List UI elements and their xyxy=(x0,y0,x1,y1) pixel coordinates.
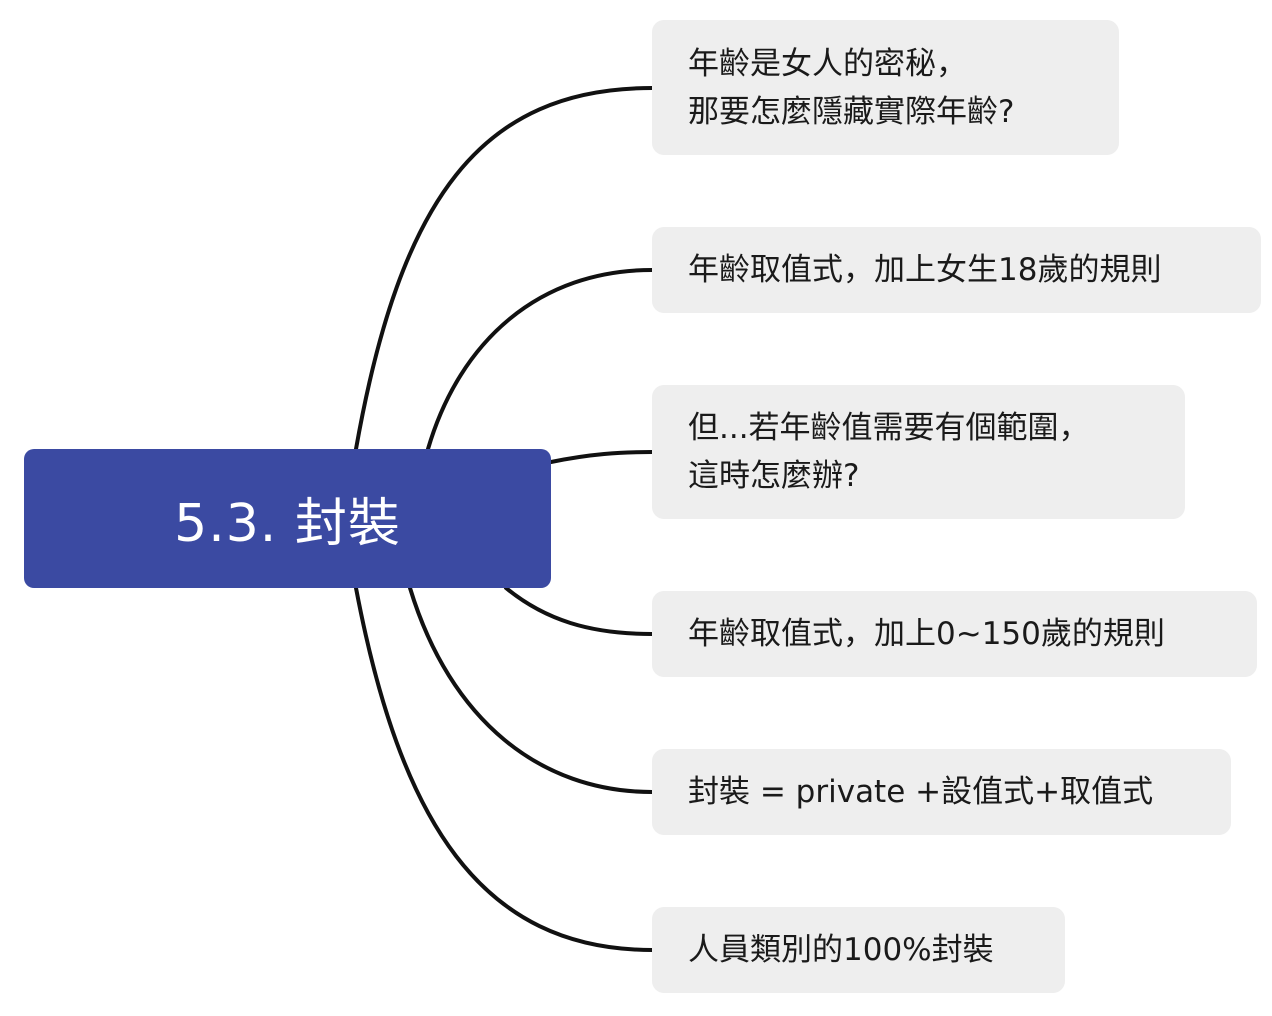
root-topic-label: 5.3. 封裝 xyxy=(174,494,401,554)
connector-topic-4 xyxy=(504,586,654,636)
root-topic[interactable]: 5.3. 封裝 xyxy=(24,449,551,588)
subtopic-label: 封裝 = private +設值式+取值式 xyxy=(688,774,1154,810)
connector-topic-3 xyxy=(549,450,654,464)
subtopic-label: 年齡取值式，加上0~150歲的規則 xyxy=(688,616,1165,652)
connector-topic-1 xyxy=(354,86,654,451)
subtopic-label: 人員類別的100%封裝 xyxy=(688,932,994,968)
subtopic-5[interactable]: 封裝 = private +設值式+取值式 xyxy=(652,749,1231,835)
connector-topic-5 xyxy=(408,586,654,794)
subtopic-1[interactable]: 年齡是女人的密秘， 那要怎麼隱藏實際年齡? xyxy=(652,20,1119,155)
subtopic-6[interactable]: 人員類別的100%封裝 xyxy=(652,907,1065,993)
subtopic-3[interactable]: 但...若年齡值需要有個範圍， 這時怎麼辦? xyxy=(652,385,1185,519)
connector-topic-2 xyxy=(426,268,654,451)
subtopic-4[interactable]: 年齡取值式，加上0~150歲的規則 xyxy=(652,591,1257,677)
connector-topic-6 xyxy=(354,586,654,952)
subtopic-label: 年齡取值式，加上女生18歲的規則 xyxy=(688,252,1162,288)
subtopic-label: 但...若年齡值需要有個範圍， 這時怎麼辦? xyxy=(688,410,1090,494)
subtopic-label: 年齡是女人的密秘， 那要怎麼隱藏實際年齡? xyxy=(688,45,1015,130)
subtopic-2[interactable]: 年齡取值式，加上女生18歲的規則 xyxy=(652,227,1261,313)
